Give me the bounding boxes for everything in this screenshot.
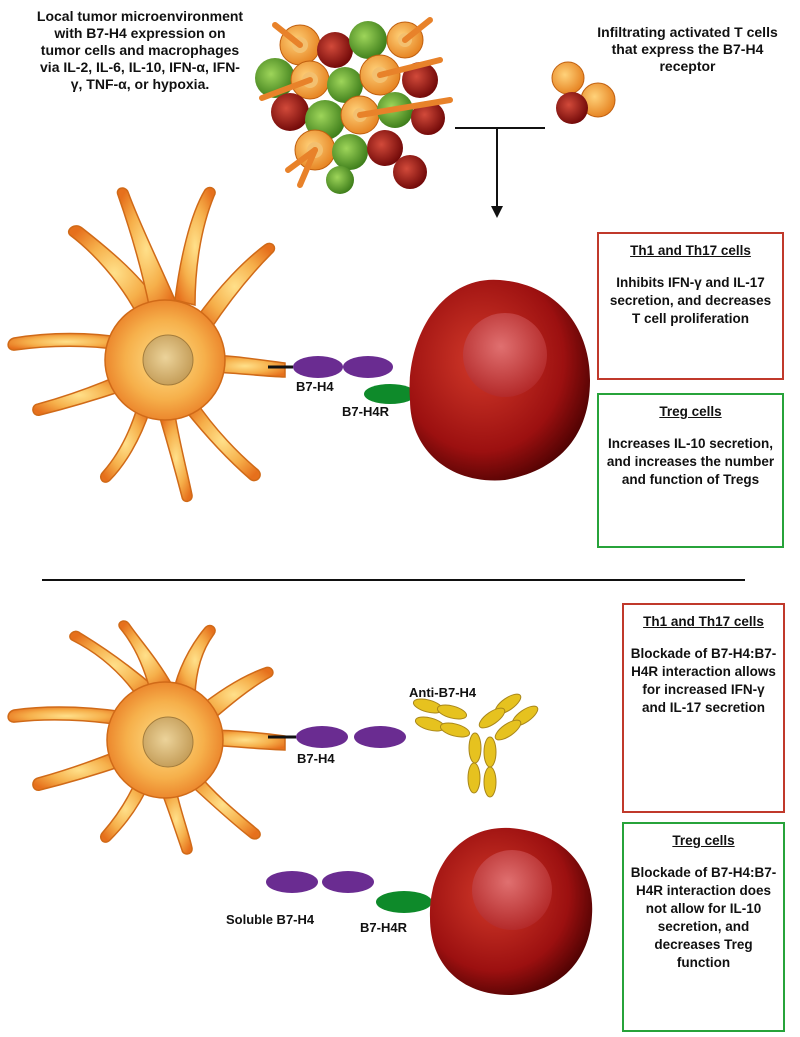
treg-box-2: Treg cells Blockade of B7-H4:B7-H4R inte… [622,822,785,1032]
b7h4r-label-1: B7-H4R [342,404,389,419]
infiltrating-t-cells [551,61,616,124]
th1-th17-title-2: Th1 and Th17 cells [643,614,764,629]
soluble-b7h4-molecule [266,871,374,893]
t-cell-1 [409,279,590,481]
b7h4-molecule-1 [268,356,393,378]
macrophage-2 [7,620,286,855]
treg-title-2: Treg cells [672,833,735,848]
th1-th17-title-1: Th1 and Th17 cells [630,243,751,258]
anti-b7h4-label: Anti-B7-H4 [409,685,477,700]
down-arrowhead [491,206,503,218]
anti-b7h4-antibody [412,693,539,798]
th1-th17-body-1: Inhibits IFN-γ and IL-17 secretion, and … [609,275,772,326]
b7h4-label-2: B7-H4 [297,751,335,766]
th1-th17-box-2: Th1 and Th17 cells Blockade of B7-H4:B7-… [622,603,785,813]
treg-body-1: Increases IL-10 secretion, and increases… [606,436,775,487]
treg-box-1: Treg cells Increases IL-10 secretion, an… [597,393,784,548]
tumor-cluster [255,17,453,194]
b7h4-molecule-2 [268,726,406,748]
soluble-b7h4-label: Soluble B7-H4 [226,912,315,927]
th1-th17-body-2: Blockade of B7-H4:B7-H4R interaction all… [630,646,777,715]
treg-body-2: Blockade of B7-H4:B7-H4R interaction doe… [630,865,777,970]
b7h4r-label-2: B7-H4R [360,920,407,935]
tumor-microenvironment-text: Local tumor microenvironment with B7-H4 … [36,8,244,92]
macrophage-1 [7,186,286,503]
t-cell-2 [429,827,593,996]
infiltrating-t-cells-text: Infiltrating activated T cells that expr… [597,24,778,74]
treg-title-1: Treg cells [659,404,722,419]
b7h4-label-1: B7-H4 [296,379,334,394]
th1-th17-box-1: Th1 and Th17 cells Inhibits IFN-γ and IL… [597,232,784,380]
connector-arrow [455,127,545,208]
